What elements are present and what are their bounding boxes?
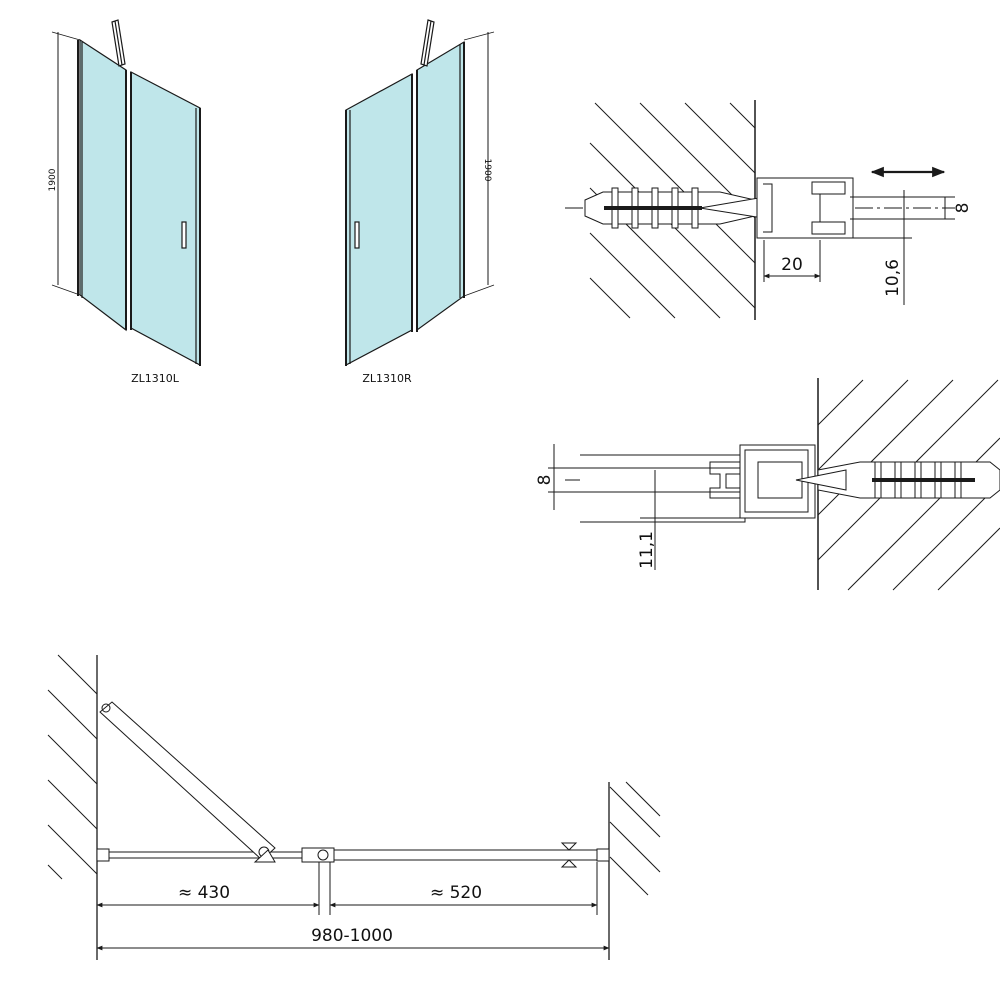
right-door-view <box>345 19 495 366</box>
right-door-model: ZL1310R <box>362 372 412 385</box>
left-leaf-width: ≈ 430 <box>178 883 230 903</box>
plan-view <box>47 654 661 960</box>
middle-wall-detail <box>548 378 1000 591</box>
top-offset-dimension: 10,6 <box>883 259 903 297</box>
right-door-height: 1900 <box>482 159 492 182</box>
dowel-ribs <box>872 461 975 499</box>
right-leaf-width: ≈ 520 <box>430 883 482 903</box>
top-depth-dimension: 20 <box>781 255 803 275</box>
left-door-height: 1900 <box>48 168 58 191</box>
top-gap-dimension: 8 <box>953 203 973 214</box>
left-door-model: ZL1310L <box>131 372 180 385</box>
top-wall-detail <box>565 100 955 320</box>
left-wall-hatch <box>47 654 98 880</box>
dowel-ribs <box>604 187 702 229</box>
middle-offset-dimension: 11,1 <box>637 531 657 569</box>
right-wall-hatch <box>609 781 661 896</box>
total-width-dimension: 980-1000 <box>311 926 393 946</box>
left-door-view <box>51 19 201 367</box>
middle-gap-dimension: 8 <box>535 475 555 486</box>
